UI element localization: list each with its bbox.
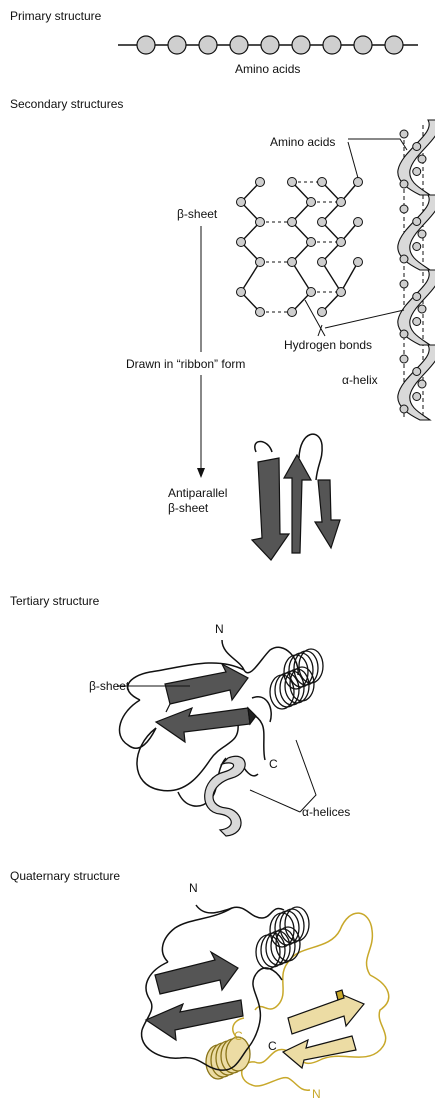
helix-bead xyxy=(413,243,421,251)
sheet-bead xyxy=(307,238,316,247)
sheet-bead xyxy=(256,178,265,187)
tertiary-beta-sheet-label: β-sheet xyxy=(89,679,130,693)
secondary-structures-title: Secondary structures xyxy=(10,97,123,111)
sheet-bead xyxy=(256,308,265,317)
sheet-bead xyxy=(354,178,363,187)
sheet-bead xyxy=(307,198,316,207)
quaternary-black-helices xyxy=(256,907,309,969)
helix-bead xyxy=(400,330,408,338)
helix-coils xyxy=(398,120,435,420)
quaternary-n-terminus-2: N xyxy=(312,1087,321,1101)
sheet-bead xyxy=(337,238,346,247)
drawn-ribbon-label: Drawn in “ribbon” form xyxy=(126,357,245,371)
helix-bead xyxy=(413,293,421,301)
primary-chain xyxy=(118,36,418,54)
tertiary-c-terminus: C xyxy=(269,757,278,771)
alpha-helix xyxy=(398,120,435,420)
sheet-bead xyxy=(256,258,265,267)
helix-bead xyxy=(400,180,408,188)
sheet-bead xyxy=(354,218,363,227)
sheet-bead xyxy=(237,198,246,207)
helix-bead xyxy=(400,205,408,213)
helix-bead xyxy=(400,255,408,263)
amino-acid-bead xyxy=(385,36,403,54)
sheet-bead xyxy=(318,218,327,227)
secondary-amino-acids-label: Amino acids xyxy=(270,135,335,149)
primary-structure-title: Primary structure xyxy=(10,9,102,23)
amino-acid-bead xyxy=(323,36,341,54)
sheet-bead xyxy=(318,308,327,317)
sheet-bead xyxy=(237,288,246,297)
hydrogen-bond-dashes xyxy=(260,182,341,312)
quaternary-gold-subunit xyxy=(233,913,389,1090)
helix-bead xyxy=(413,218,421,226)
helix-bead xyxy=(400,405,408,413)
helix-bead xyxy=(413,168,421,176)
sheet-bead xyxy=(288,218,297,227)
amino-acid-beads xyxy=(137,36,403,54)
helix-bead xyxy=(400,280,408,288)
sheet-bead xyxy=(288,178,297,187)
helix-bead xyxy=(418,380,426,388)
sheet-bead xyxy=(256,218,265,227)
antiparallel-label-line1: Antiparallel xyxy=(168,486,227,500)
alpha-helices-label: α-helices xyxy=(302,805,350,819)
sheet-bead xyxy=(288,258,297,267)
sheet-bead xyxy=(318,178,327,187)
amino-acid-bead xyxy=(354,36,372,54)
hydrogen-bonds-label: Hydrogen bonds xyxy=(284,338,372,352)
ribbon-arrow-head xyxy=(197,468,205,478)
amino-acid-bead xyxy=(168,36,186,54)
antiparallel-ribbon xyxy=(252,434,340,560)
tertiary-structure-title: Tertiary structure xyxy=(10,594,100,608)
sheet-bead xyxy=(318,258,327,267)
tertiary-alpha-helices xyxy=(270,649,323,709)
quaternary-n-terminus-1: N xyxy=(189,881,198,895)
quaternary-structure-title: Quaternary structure xyxy=(10,869,120,883)
amino-acid-bead xyxy=(199,36,217,54)
sheet-bead xyxy=(337,198,346,207)
quaternary-gold-helices xyxy=(206,1037,250,1079)
helix-bead xyxy=(418,305,426,313)
amino-acid-bead xyxy=(292,36,310,54)
quaternary-c-terminus-black: C xyxy=(268,1039,277,1053)
sheet-bead xyxy=(237,238,246,247)
helix-bead xyxy=(418,155,426,163)
amino-acid-bead xyxy=(261,36,279,54)
amino-acid-bead xyxy=(230,36,248,54)
helix-bead xyxy=(400,355,408,363)
antiparallel-label-line2: β-sheet xyxy=(168,501,209,515)
beta-sheet-label: β-sheet xyxy=(177,207,218,221)
sheet-bead xyxy=(354,258,363,267)
quaternary-c-terminus-gold: C xyxy=(234,1029,243,1043)
leader-lines xyxy=(305,139,407,336)
helix-bead xyxy=(413,318,421,326)
helix-bead xyxy=(400,130,408,138)
alpha-helix-label: α-helix xyxy=(342,373,378,387)
sheet-bead xyxy=(337,288,346,297)
helix-bead xyxy=(413,393,421,401)
tertiary-helix-ribbon xyxy=(205,756,245,836)
tertiary-beta-sheet xyxy=(156,664,256,742)
beta-sheet-beads xyxy=(237,178,363,317)
helix-bead xyxy=(418,230,426,238)
tertiary-leaders xyxy=(117,686,316,812)
helix-bead xyxy=(413,368,421,376)
amino-acid-bead xyxy=(137,36,155,54)
sheet-bead xyxy=(288,308,297,317)
helix-bead xyxy=(413,143,421,151)
primary-amino-acids-label: Amino acids xyxy=(235,62,300,76)
tertiary-n-terminus: N xyxy=(215,622,224,636)
sheet-bead xyxy=(307,288,316,297)
